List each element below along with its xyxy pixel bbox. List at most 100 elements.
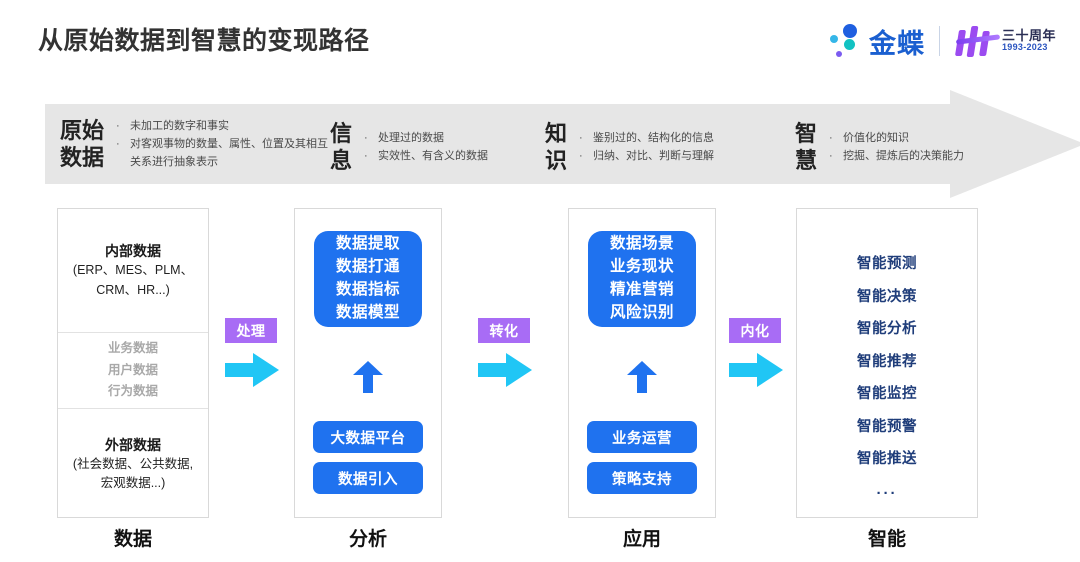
intelligence-item: 智能预警 xyxy=(857,418,917,435)
intelligence-item: 智能推荐 xyxy=(857,353,917,370)
dikw-term: 信 息 xyxy=(330,121,352,175)
bullet-dot-icon: · xyxy=(829,132,833,145)
dikw-bullets: · 处理过的数据 · 实效性、有含义的数据 xyxy=(364,130,488,166)
segment-subtext-line: CRM、HR...) xyxy=(96,282,170,297)
connector-internalize: 内化 xyxy=(729,318,793,387)
anniversary-years: 1993-2023 xyxy=(1001,42,1048,53)
banner-arrowhead xyxy=(950,90,1080,198)
dikw-bullets: · 未加工的数字和事实 · 对客观事物的数量、属性、位置及其相互关系进行抽象表示 xyxy=(116,118,335,171)
bullet-dot-icon: · xyxy=(579,132,583,145)
stage-label-intelligence: 智能 xyxy=(867,529,906,550)
right-arrow-icon xyxy=(225,353,281,387)
segment-subtext-line: 宏观数据...) xyxy=(100,476,166,490)
connector-label: 内化 xyxy=(729,318,781,343)
dikw-item-knowledge: 知 识 · 鉴别过的、结构化的信息 · 归纳、对比、判断与理解 xyxy=(545,121,714,175)
bullet-dot-icon: · xyxy=(829,149,833,162)
card-intelligence[interactable]: 智能预测 智能决策 智能分析 智能推荐 智能监控 智能预警 智能推送 ··· xyxy=(796,208,978,518)
bullet-dot-icon: · xyxy=(364,149,368,162)
dikw-item-wisdom: 智 慧 · 价值化的知识 · 挖掘、提炼后的决策能力 xyxy=(795,121,964,175)
application-scenario-box[interactable]: 数据场景 业务现状 精准营销 风险识别 xyxy=(588,231,696,327)
dikw-term-line: 知 xyxy=(545,121,568,146)
support-pill[interactable]: 策略支持 xyxy=(587,462,697,494)
brand-name: 金蝶 xyxy=(868,28,925,59)
dikw-bullet-text: 价值化的知识 xyxy=(843,132,910,145)
dikw-term-line: 智 xyxy=(795,121,818,146)
segment-title: 外部数据 xyxy=(105,436,161,453)
dikw-item-information: 信 息 · 处理过的数据 · 实效性、有含义的数据 xyxy=(330,121,488,175)
segment-external-data: 外部数据 (社会数据、公共数据, 宏观数据...) xyxy=(58,409,208,519)
right-arrow-icon xyxy=(729,353,785,387)
up-arrow-icon xyxy=(627,361,657,393)
data-type-item: 业务数据 xyxy=(107,341,158,356)
capability-item: 数据打通 xyxy=(335,258,400,276)
platform-pill[interactable]: 大数据平台 xyxy=(313,421,423,453)
connector-label: 处理 xyxy=(225,318,277,343)
dikw-bullet-text: 对客观事物的数量、属性、位置及其相互关系进行抽象表示 xyxy=(130,137,329,168)
anniversary-mark-icon xyxy=(954,24,1001,58)
connector-transform: 转化 xyxy=(478,318,542,387)
dikw-bullet-text: 处理过的数据 xyxy=(378,132,445,145)
intelligence-item: 智能监控 xyxy=(857,386,917,402)
data-type-item: 用户数据 xyxy=(107,362,158,377)
kingdee-dots-icon xyxy=(827,23,865,59)
dikw-term: 原始 数据 xyxy=(60,118,104,172)
stage-label-data: 数据 xyxy=(113,529,152,550)
brand-logo: 金蝶 三十周年 1993-2023 xyxy=(827,20,1056,62)
capability-item: 数据提取 xyxy=(335,235,400,253)
stage-cards: 内部数据 (ERP、MES、PLM、 CRM、HR...) 业务数据 用户数据 … xyxy=(0,208,1080,518)
bullet-dot-icon: · xyxy=(116,137,120,150)
data-type-item: 行为数据 xyxy=(107,384,158,399)
bullet-dot-icon: · xyxy=(579,149,583,162)
dikw-item-raw-data: 原始 数据 · 未加工的数字和事实 · 对客观事物的数量、属性、位置及其相互关系进行… xyxy=(60,118,335,172)
intelligence-item: 智能推送 xyxy=(857,451,917,467)
dikw-bullet-text: 归纳、对比、判断与理解 xyxy=(593,149,715,162)
segment-data-types: 业务数据 用户数据 行为数据 xyxy=(58,333,208,409)
segment-subtext-line: (ERP、MES、PLM、 xyxy=(72,263,194,278)
dikw-term-line: 息 xyxy=(330,147,353,173)
scenario-item: 风险识别 xyxy=(609,303,674,321)
intelligence-item: 智能分析 xyxy=(857,321,917,337)
scenario-item: 业务现状 xyxy=(609,258,674,276)
intelligence-list: 智能预测 智能决策 智能分析 智能推荐 智能监控 智能预警 智能推送 ··· xyxy=(797,257,977,502)
card-data[interactable]: 内部数据 (ERP、MES、PLM、 CRM、HR...) 业务数据 用户数据 … xyxy=(57,208,209,518)
scenario-item: 精准营销 xyxy=(609,281,674,298)
capability-item: 数据模型 xyxy=(335,303,400,321)
dikw-term-line: 原始 xyxy=(60,118,105,143)
segment-internal-data: 内部数据 (ERP、MES、PLM、 CRM、HR...) xyxy=(58,209,208,333)
segment-title: 内部数据 xyxy=(105,243,161,260)
connector-label: 转化 xyxy=(478,318,530,343)
dikw-bullet-text: 实效性、有含义的数据 xyxy=(378,149,489,162)
stage-label-application: 应用 xyxy=(622,529,661,550)
card-analysis[interactable]: 数据提取 数据打通 数据指标 数据模型 大数据平台 数据引入 xyxy=(294,208,442,518)
segment-subtext-line: (社会数据、公共数据, xyxy=(72,456,194,471)
card-application[interactable]: 数据场景 业务现状 精准营销 风险识别 业务运营 策略支持 xyxy=(568,208,716,518)
right-arrow-icon xyxy=(478,353,534,387)
bullet-dot-icon: · xyxy=(116,120,120,133)
dikw-term-line: 识 xyxy=(545,147,568,173)
brand-divider xyxy=(938,26,940,56)
capability-item: 数据指标 xyxy=(335,281,400,298)
stage-label-analysis: 分析 xyxy=(348,529,387,550)
dikw-bullet-text: 未加工的数字和事实 xyxy=(130,120,230,133)
bullet-dot-icon: · xyxy=(364,132,368,145)
connector-process: 处理 xyxy=(225,318,289,387)
up-arrow-icon xyxy=(353,361,383,393)
page-title: 从原始数据到智慧的变现路径 xyxy=(38,27,370,55)
analysis-capability-box[interactable]: 数据提取 数据打通 数据指标 数据模型 xyxy=(314,231,422,327)
dikw-bullet-text: 挖掘、提炼后的决策能力 xyxy=(843,149,965,162)
platform-pill[interactable]: 数据引入 xyxy=(313,462,423,494)
intelligence-item: 智能预测 xyxy=(857,256,917,272)
support-pill[interactable]: 业务运营 xyxy=(587,421,697,453)
dikw-term-line: 信 xyxy=(330,121,353,146)
banner-bar xyxy=(45,104,985,184)
dikw-bullet-text: 鉴别过的、结构化的信息 xyxy=(593,132,715,145)
anniversary-label: 三十周年 xyxy=(1001,28,1056,44)
intelligence-ellipsis: ··· xyxy=(876,484,898,502)
dikw-banner: 原始 数据 · 未加工的数字和事实 · 对客观事物的数量、属性、位置及其相互关系进行… xyxy=(45,90,1080,198)
scenario-item: 数据场景 xyxy=(609,235,674,253)
dikw-bullets: · 价值化的知识 · 挖掘、提炼后的决策能力 xyxy=(829,130,964,166)
dikw-term: 智 慧 xyxy=(795,121,817,175)
dikw-term-line: 数据 xyxy=(60,144,105,170)
dikw-term-line: 慧 xyxy=(795,147,818,173)
